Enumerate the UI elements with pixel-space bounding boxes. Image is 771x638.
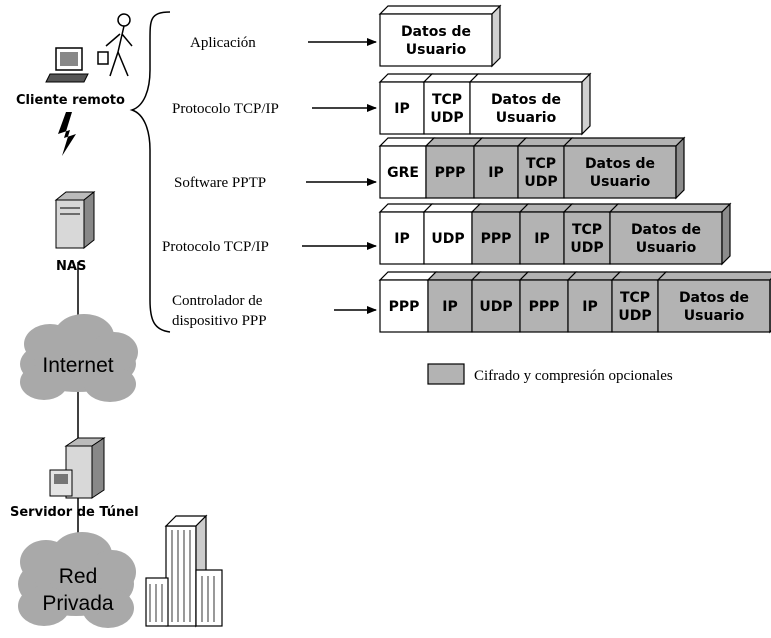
- layer-label: Protocolo TCP/IP: [162, 239, 269, 255]
- layer-label: Aplicación: [190, 35, 256, 51]
- packet-field-label: UDP: [570, 240, 603, 256]
- packet-field: PPP: [378, 271, 438, 333]
- packet-field: PPP: [470, 203, 530, 265]
- layer-label: dispositivo PPP: [172, 313, 267, 329]
- packet-field-label: IP: [582, 299, 597, 315]
- internet-label: Internet: [42, 354, 113, 377]
- packet-field-label: PPP: [481, 231, 512, 247]
- legend-swatch: [427, 363, 465, 385]
- private-network-label-line2: Privada: [42, 592, 114, 615]
- packet-field: TCP UDP: [516, 137, 574, 199]
- packet-field: IP: [378, 203, 434, 265]
- packet-field-label: Datos de: [679, 290, 749, 306]
- packet-field-label: Usuario: [684, 308, 745, 324]
- packet-field: IP: [472, 137, 528, 199]
- packet-field-label: TCP: [620, 290, 650, 306]
- packet-field-label: UDP: [431, 231, 464, 247]
- packet-field-label: PPP: [529, 299, 560, 315]
- tunnel-server-label: Servidor de Túnel: [10, 505, 139, 520]
- packet-field-label: UDP: [524, 174, 557, 190]
- packet-field-label: TCP: [526, 156, 556, 172]
- packet-field-label: IP: [394, 101, 409, 117]
- packet-field-label: Usuario: [590, 174, 651, 190]
- packet-field: UDP: [422, 203, 482, 265]
- packet-field: GRE: [378, 137, 436, 199]
- legend-label: Cifrado y compresión opcionales: [474, 368, 673, 384]
- packet-field-label: IP: [534, 231, 549, 247]
- packet-field: Datos de Usuario: [608, 202, 732, 266]
- packet-field: PPP: [424, 137, 484, 199]
- packet-field-label: IP: [394, 231, 409, 247]
- private-network-cloud-icon: [18, 532, 136, 628]
- packet-field-label: PPP: [389, 299, 420, 315]
- packet-field-label: Datos de: [491, 92, 561, 108]
- packet-field: Datos de Usuario: [468, 72, 592, 136]
- packet-field-label: Datos de: [585, 156, 655, 172]
- layer-brace: [129, 11, 171, 333]
- private-network-label-line1: Red: [59, 565, 98, 588]
- internet-cloud-icon: [20, 314, 138, 402]
- packet-field-label: IP: [488, 165, 503, 181]
- tunnel-server-icon: [49, 437, 106, 499]
- nas-server-icon: [54, 190, 96, 250]
- packet-field: Datos de Usuario: [656, 271, 771, 334]
- packet-field-label: Usuario: [496, 110, 557, 126]
- packet-field: Datos de Usuario: [378, 4, 502, 68]
- packet-field-label: UDP: [618, 308, 651, 324]
- layer-label: Controlador de: [172, 293, 263, 309]
- packet-field-label: UDP: [479, 299, 512, 315]
- packet-field-label: Datos de: [401, 24, 471, 40]
- laptop-icon: [45, 47, 89, 83]
- packet-field-label: UDP: [430, 110, 463, 126]
- packet-field: Datos de Usuario: [562, 136, 686, 200]
- packet-field-label: TCP: [572, 222, 602, 238]
- packet-field-label: Datos de: [631, 222, 701, 238]
- packet-field: TCP UDP: [610, 271, 668, 333]
- packet-field-label: Usuario: [636, 240, 697, 256]
- packet-field: IP: [426, 271, 482, 333]
- nas-label: NAS: [56, 259, 86, 274]
- packet-field: IP: [518, 203, 574, 265]
- packet-field-label: TCP: [432, 92, 462, 108]
- packet-field: PPP: [518, 271, 578, 333]
- packet-field-label: GRE: [387, 165, 419, 181]
- packet-field-label: IP: [442, 299, 457, 315]
- packet-field-label: PPP: [435, 165, 466, 181]
- wireless-lightning-icon: [58, 112, 76, 156]
- packet-field: IP: [378, 73, 434, 135]
- packet-field: IP: [566, 271, 622, 333]
- layer-label: Software PPTP: [174, 175, 266, 191]
- packet-field: UDP: [470, 271, 530, 333]
- person-walking-icon: [97, 13, 133, 77]
- packet-field-label: Usuario: [406, 42, 467, 58]
- office-buildings-icon: [145, 514, 223, 628]
- client-label: Cliente remoto: [16, 93, 125, 108]
- layer-label: Protocolo TCP/IP: [172, 101, 279, 117]
